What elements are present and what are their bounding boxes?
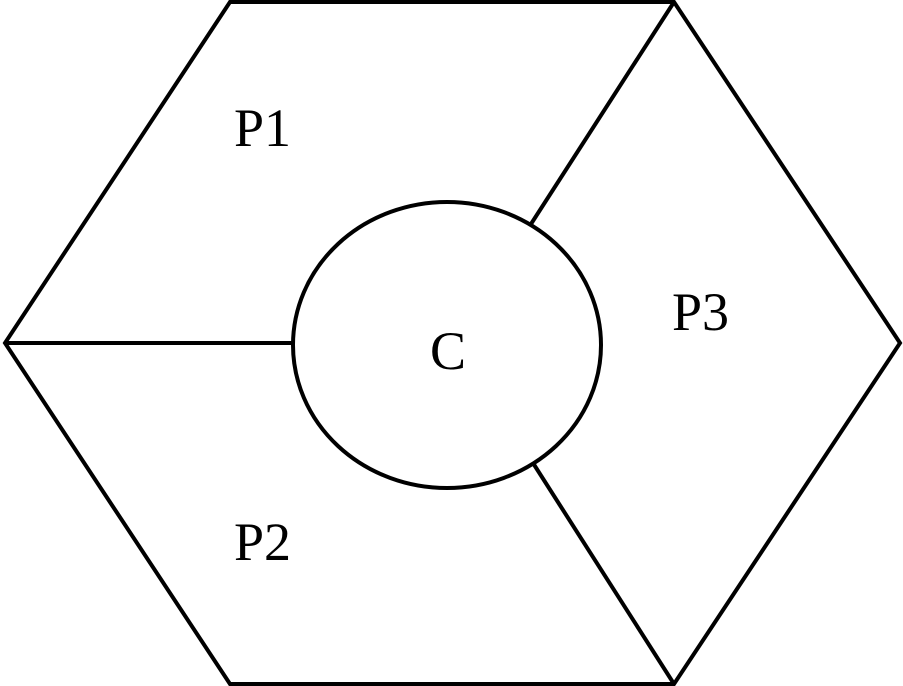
divider-top-right [529,0,676,226]
center-ellipse [291,200,603,490]
center-label: C [430,321,466,381]
region-label-p2: P2 [234,512,291,572]
region-label-p3: P3 [672,282,729,342]
region-label-p1: P1 [234,98,291,158]
divider-bottom-right [531,461,676,686]
